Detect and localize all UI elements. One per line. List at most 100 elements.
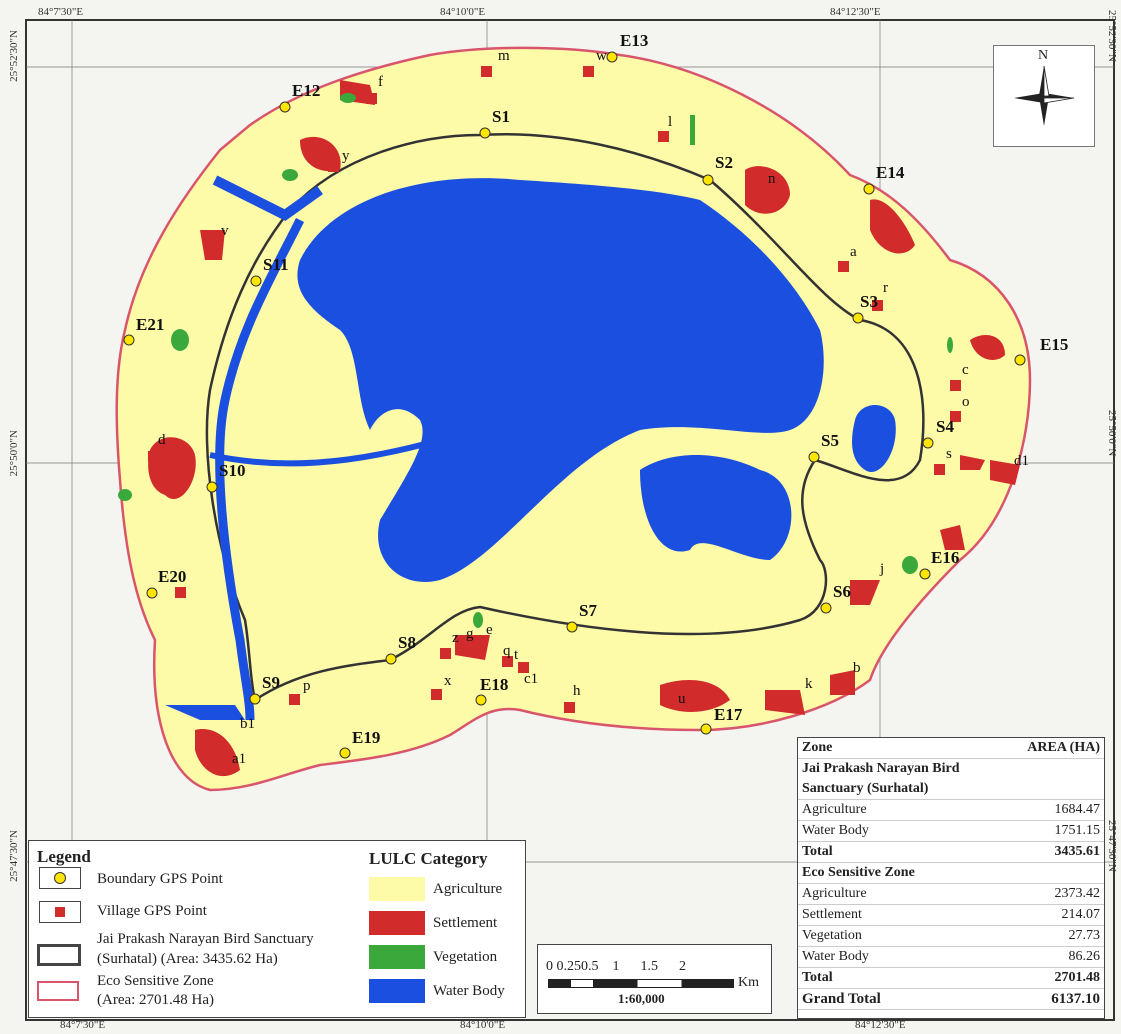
gps-points [123,51,1026,759]
s2-row-label: Water Body [798,946,957,968]
total2-value: 2701.48 [956,967,1104,989]
label-e20: E20 [158,567,186,586]
swatch-agriculture [369,877,425,901]
water-pond-s4 [852,405,896,472]
village-c1: c1 [524,671,538,687]
boundary-point-icon [54,872,66,884]
village-gps-swatch [39,901,81,923]
label-e17: E17 [714,705,743,724]
coord-top-1: 84°7'30"E [38,6,84,18]
settlements [148,80,1020,777]
legend-eco-2: (Area: 2701.48 Ha) [97,992,215,1008]
village-y: y [342,148,350,164]
section2-title: Eco Sensitive Zone [798,862,1104,884]
s2-row-label: Agriculture [798,883,957,905]
label-e14: E14 [876,163,905,182]
label-s1: S1 [492,107,510,126]
s2-row-label: Settlement [798,904,957,926]
label-s8: S8 [398,633,416,652]
s2-row-value: 86.26 [956,946,1104,968]
eco-zone-swatch [37,981,79,1001]
village-l: l [668,114,672,130]
coord-top-2: 84°10'0"E [440,6,486,18]
village-n: n [768,171,776,187]
scale-bar [548,979,734,988]
label-e15: E15 [1040,335,1068,354]
scale-bar-box: 0 0.250.5 1 1.5 2 Km 1:60,000 [537,944,772,1014]
label-s2: S2 [715,153,733,172]
water-pond-east [640,455,792,560]
village-b1: b1 [240,716,255,732]
grand-total-value: 6137.10 [956,988,1104,1010]
lulc-agriculture: Agriculture [433,881,503,897]
label-s11: S11 [263,255,289,274]
label-s6: S6 [833,582,851,601]
village-d: d [158,432,166,448]
section1-title-1: Jai Prakash Narayan Bird [802,761,960,776]
s2-row-value: 27.73 [956,925,1104,947]
scale-unit: Km [738,975,759,990]
coord-bottom-3: 84°12'30"E [855,1019,906,1031]
s1-row-label: Agriculture [798,799,957,821]
header-area: AREA (HA) [956,738,1104,759]
water-pond-southwest [165,705,245,720]
village-points [148,66,961,713]
header-zone: Zone [798,738,957,759]
village-d1: d1 [1014,453,1029,469]
north-arrow: N [993,45,1095,147]
coord-bottom-2: 84°10'0"E [460,1019,506,1031]
legend-boundary-gps: Boundary GPS Point [97,871,223,887]
label-e19: E19 [352,728,380,747]
legend-box: Legend Boundary GPS Point Village GPS Po… [28,840,526,1018]
village-x: x [444,673,452,689]
village-b: b [853,660,861,676]
swatch-settlement [369,911,425,935]
legend-village-gps: Village GPS Point [97,903,207,919]
lulc-vegetation: Vegetation [433,949,498,965]
village-z: z [452,630,459,646]
village-h: h [573,683,581,699]
village-k: k [805,676,813,692]
s1-row-value: 1751.15 [956,820,1104,842]
legend-sanctuary-1: Jai Prakash Narayan Bird Sanctuary [97,931,314,947]
label-s9: S9 [262,673,280,692]
label-s3: S3 [860,292,878,311]
water-body [297,178,824,582]
village-t: t [514,647,519,663]
s1-row-label: Water Body [798,820,957,842]
village-g: g [466,626,474,642]
village-v: v [221,223,229,239]
village-m: m [498,48,510,64]
legend-eco-1: Eco Sensitive Zone [97,973,214,989]
village-f: f [378,74,383,90]
lulc-settlement: Settlement [433,915,498,931]
village-c: c [962,362,969,378]
boundary-labels: E13 E12 E14 E15 E16 E17 E18 E19 E20 E21 [136,31,1068,747]
label-s10: S10 [219,461,245,480]
total2-label: Total [798,967,957,989]
grand-total-label: Grand Total [798,988,957,1010]
village-s: s [946,446,952,462]
scale-ratio: 1:60,000 [618,991,665,1006]
lulc-title: LULC Category [369,849,488,868]
label-s4: S4 [936,417,954,436]
coord-bottom-1: 84°7'30"E [60,1019,106,1031]
map-frame [25,19,1115,1021]
water-channel-northwest [212,175,323,221]
label-s5: S5 [821,431,839,450]
s1-row-value: 1684.47 [956,799,1104,821]
village-point-icon [55,907,65,917]
label-e13: E13 [620,31,648,50]
label-e16: E16 [931,548,959,567]
village-j: j [879,561,884,577]
label-e12: E12 [292,81,320,100]
sanctuary-swatch [37,944,81,966]
s2-row-value: 214.07 [956,904,1104,926]
village-p: p [303,678,311,694]
label-e21: E21 [136,315,164,334]
sanctuary-labels: S1 S2 S3 S4 S5 S6 S7 S8 S9 S10 S11 [219,107,954,692]
lulc-water-body: Water Body [433,983,505,999]
